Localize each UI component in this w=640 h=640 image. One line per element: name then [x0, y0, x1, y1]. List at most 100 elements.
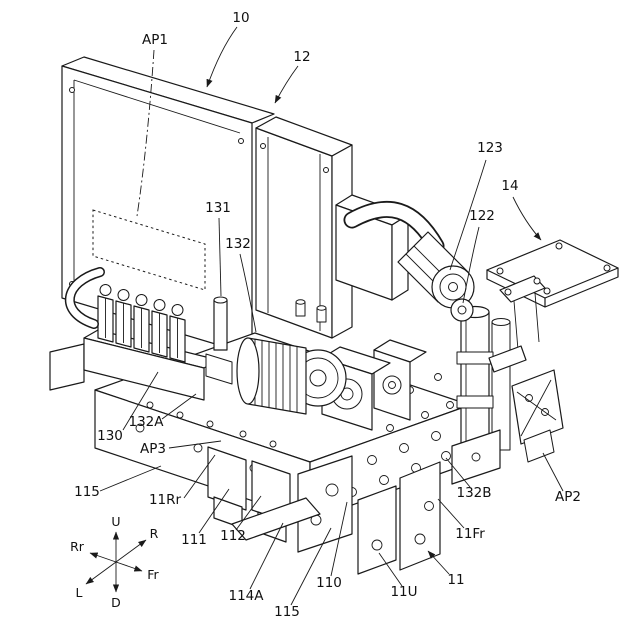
leader-130	[122, 371, 159, 431]
leg-assembly	[207, 446, 441, 575]
ref-label-111: 111	[181, 532, 207, 548]
panel-screw	[69, 87, 75, 93]
bracket-hole	[533, 277, 541, 285]
leader-114a	[249, 522, 284, 590]
ap2-unit	[511, 369, 564, 463]
ref-label-132b: 132B	[456, 485, 491, 501]
tower-unit	[255, 116, 353, 339]
ref-label-14: 14	[501, 178, 518, 194]
motor-end-cap	[236, 337, 260, 405]
ap2-box-detail	[516, 379, 557, 437]
bracket-hole	[471, 452, 481, 462]
hose-fill	[66, 268, 104, 328]
ref-label-10: 10	[232, 10, 249, 26]
leader-132	[239, 253, 257, 333]
block-110	[297, 455, 353, 553]
tower-seam	[267, 137, 321, 331]
fitting-screw-cap	[295, 299, 306, 305]
bracket-hole	[504, 288, 512, 296]
leg-bolt	[424, 501, 434, 511]
leg-bolt	[371, 539, 383, 551]
ref-label-132: 132	[225, 236, 251, 252]
ref-label-110: 110	[316, 575, 342, 591]
leader-lines	[99, 26, 564, 606]
leg-111	[207, 446, 247, 511]
ref-label-122: 122	[469, 208, 495, 224]
reference-labels: 10 AP1 12 123 14 122 131 132 130 132A AP…	[74, 10, 581, 620]
ref-label-11rr: 11Rr	[149, 492, 182, 508]
plate-hole	[496, 267, 504, 275]
axis-arrow-left	[85, 561, 117, 585]
ref-label-ap1: AP1	[142, 32, 168, 48]
ref-label-112: 112	[220, 528, 246, 544]
ref-label-ap3: AP3	[140, 441, 166, 457]
leader-ap3	[168, 440, 222, 449]
rod-bottom-bracket	[451, 429, 501, 485]
ref-label-123: 123	[477, 140, 503, 156]
leader-115-bottom	[290, 527, 332, 606]
plate-hole	[543, 287, 551, 295]
motor-unit	[236, 337, 347, 415]
ref-label-130: 130	[97, 428, 123, 444]
leader-11u	[378, 552, 403, 587]
leader-112	[235, 495, 262, 531]
manifold-shelf	[49, 343, 85, 391]
hose	[64, 267, 105, 329]
manifold-fitting	[205, 353, 233, 385]
ref-label-12: 12	[293, 49, 310, 65]
leader-ap2	[542, 452, 564, 492]
leader-11fr	[437, 498, 465, 529]
cylinder-hub	[448, 282, 458, 292]
leader-132a	[161, 393, 197, 420]
axis-label-up: U	[111, 514, 120, 529]
leader-110	[330, 501, 348, 577]
axis-label-down: D	[111, 595, 121, 610]
tower-screw	[323, 167, 329, 173]
ref-label-131: 131	[205, 200, 231, 216]
ref-label-132a: 132A	[128, 414, 164, 430]
ref-label-11: 11	[447, 572, 464, 588]
leader-11	[427, 550, 450, 575]
leader-10	[206, 26, 238, 88]
rod-collar	[456, 395, 494, 409]
manifold-front	[83, 337, 205, 401]
leader-12	[274, 65, 299, 104]
ap2-hole	[541, 408, 549, 416]
rear-rod	[491, 321, 511, 451]
ref-label-11fr: 11Fr	[455, 526, 485, 542]
rod-collar	[456, 351, 494, 365]
ref-label-115-left: 115	[74, 484, 100, 500]
rear-rod-cap	[491, 318, 511, 326]
plate-bracket	[499, 275, 546, 303]
motor-shaft	[309, 369, 327, 387]
axis-arrow-right	[115, 539, 147, 563]
tower-screw	[260, 143, 266, 149]
plate-114a	[231, 497, 321, 541]
panel-screw	[238, 138, 244, 144]
leader-ap1	[136, 49, 155, 217]
main-rod	[460, 311, 490, 456]
gearbox-c-pin	[388, 381, 396, 389]
plate-hole	[555, 242, 563, 250]
axis-label-left: L	[76, 585, 83, 600]
leader-122	[462, 226, 480, 304]
ap2-foot	[523, 429, 555, 463]
post-131-cap	[213, 296, 228, 304]
axis-label-front: Fr	[147, 567, 159, 582]
panel-unit	[61, 56, 275, 356]
ref-label-11u: 11U	[390, 584, 417, 600]
joint-pin	[457, 305, 467, 315]
leader-11rr	[183, 454, 216, 499]
rod-assembly	[450, 298, 527, 485]
plate-hole	[603, 264, 611, 272]
axis-label-rear: Rr	[70, 539, 85, 554]
axis-arrow-front	[115, 561, 143, 572]
rod-side-arm	[488, 345, 527, 373]
leader-132b	[445, 457, 471, 488]
leg-right-b	[399, 461, 441, 571]
ap1-dotted-region	[92, 209, 206, 291]
leader-123	[449, 159, 487, 271]
axis-indicator: U D R L Rr Fr	[70, 514, 159, 610]
leg-right-a	[357, 485, 397, 575]
